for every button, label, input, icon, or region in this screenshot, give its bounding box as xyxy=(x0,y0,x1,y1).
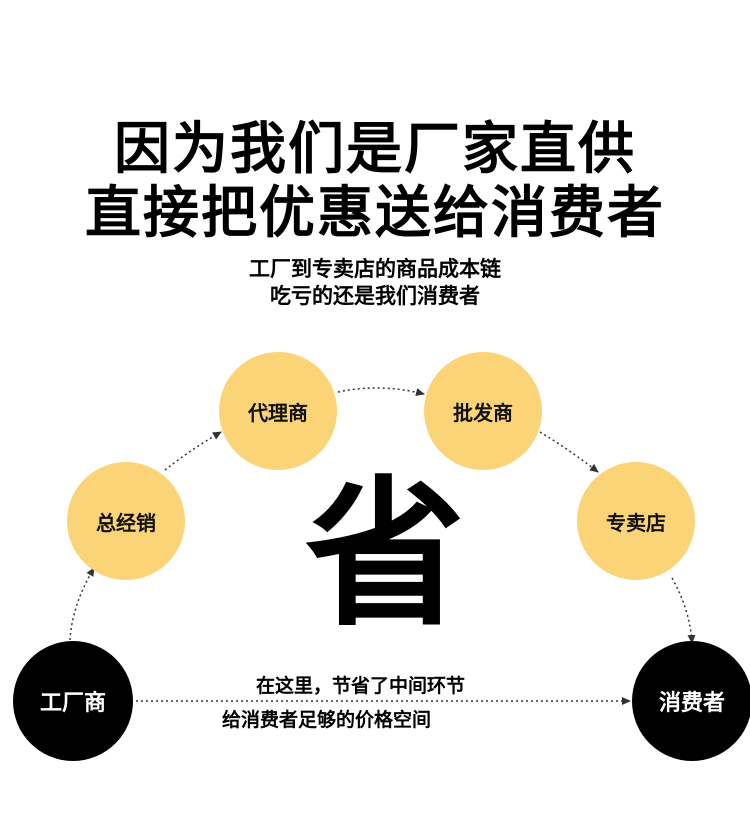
note-line-1: 在这里，节省了中间环节 xyxy=(256,675,466,697)
node-agent: 代理商 xyxy=(219,352,337,470)
arrow-agent-to-wholesaler xyxy=(337,387,425,396)
node-consumer: 消费者 xyxy=(632,641,750,761)
node-distributor: 总经销 xyxy=(67,462,185,580)
arrow-store-to-consumer xyxy=(671,577,696,644)
node-consumer-label: 消费者 xyxy=(658,691,725,716)
node-factory: 工厂商 xyxy=(13,641,133,761)
subheadline-line-2: 吃亏的还是我们消费者 xyxy=(270,284,480,308)
arrow-wholesaler-to-store xyxy=(539,431,599,473)
node-distributor-label: 总经销 xyxy=(96,510,156,535)
headline-line-2: 直接把优惠送给消费者 xyxy=(85,181,665,246)
arrow-factory-to-distributor xyxy=(69,567,95,641)
node-agent-label: 代理商 xyxy=(248,400,308,425)
arrow-distributor-to-agent xyxy=(164,431,222,471)
note-line-2: 给消费者足够的价格空间 xyxy=(222,709,432,731)
node-factory-label: 工厂商 xyxy=(39,691,106,716)
save-character: 省 xyxy=(304,461,465,648)
node-store-label: 专卖店 xyxy=(606,510,666,535)
node-wholesaler-label: 批发商 xyxy=(453,400,513,425)
subheadline-line-1: 工厂到专卖店的商品成本链 xyxy=(249,257,501,281)
headline-line-1: 因为我们是厂家直供 xyxy=(114,117,636,182)
node-wholesaler: 批发商 xyxy=(424,352,542,470)
node-store: 专卖店 xyxy=(577,462,695,580)
